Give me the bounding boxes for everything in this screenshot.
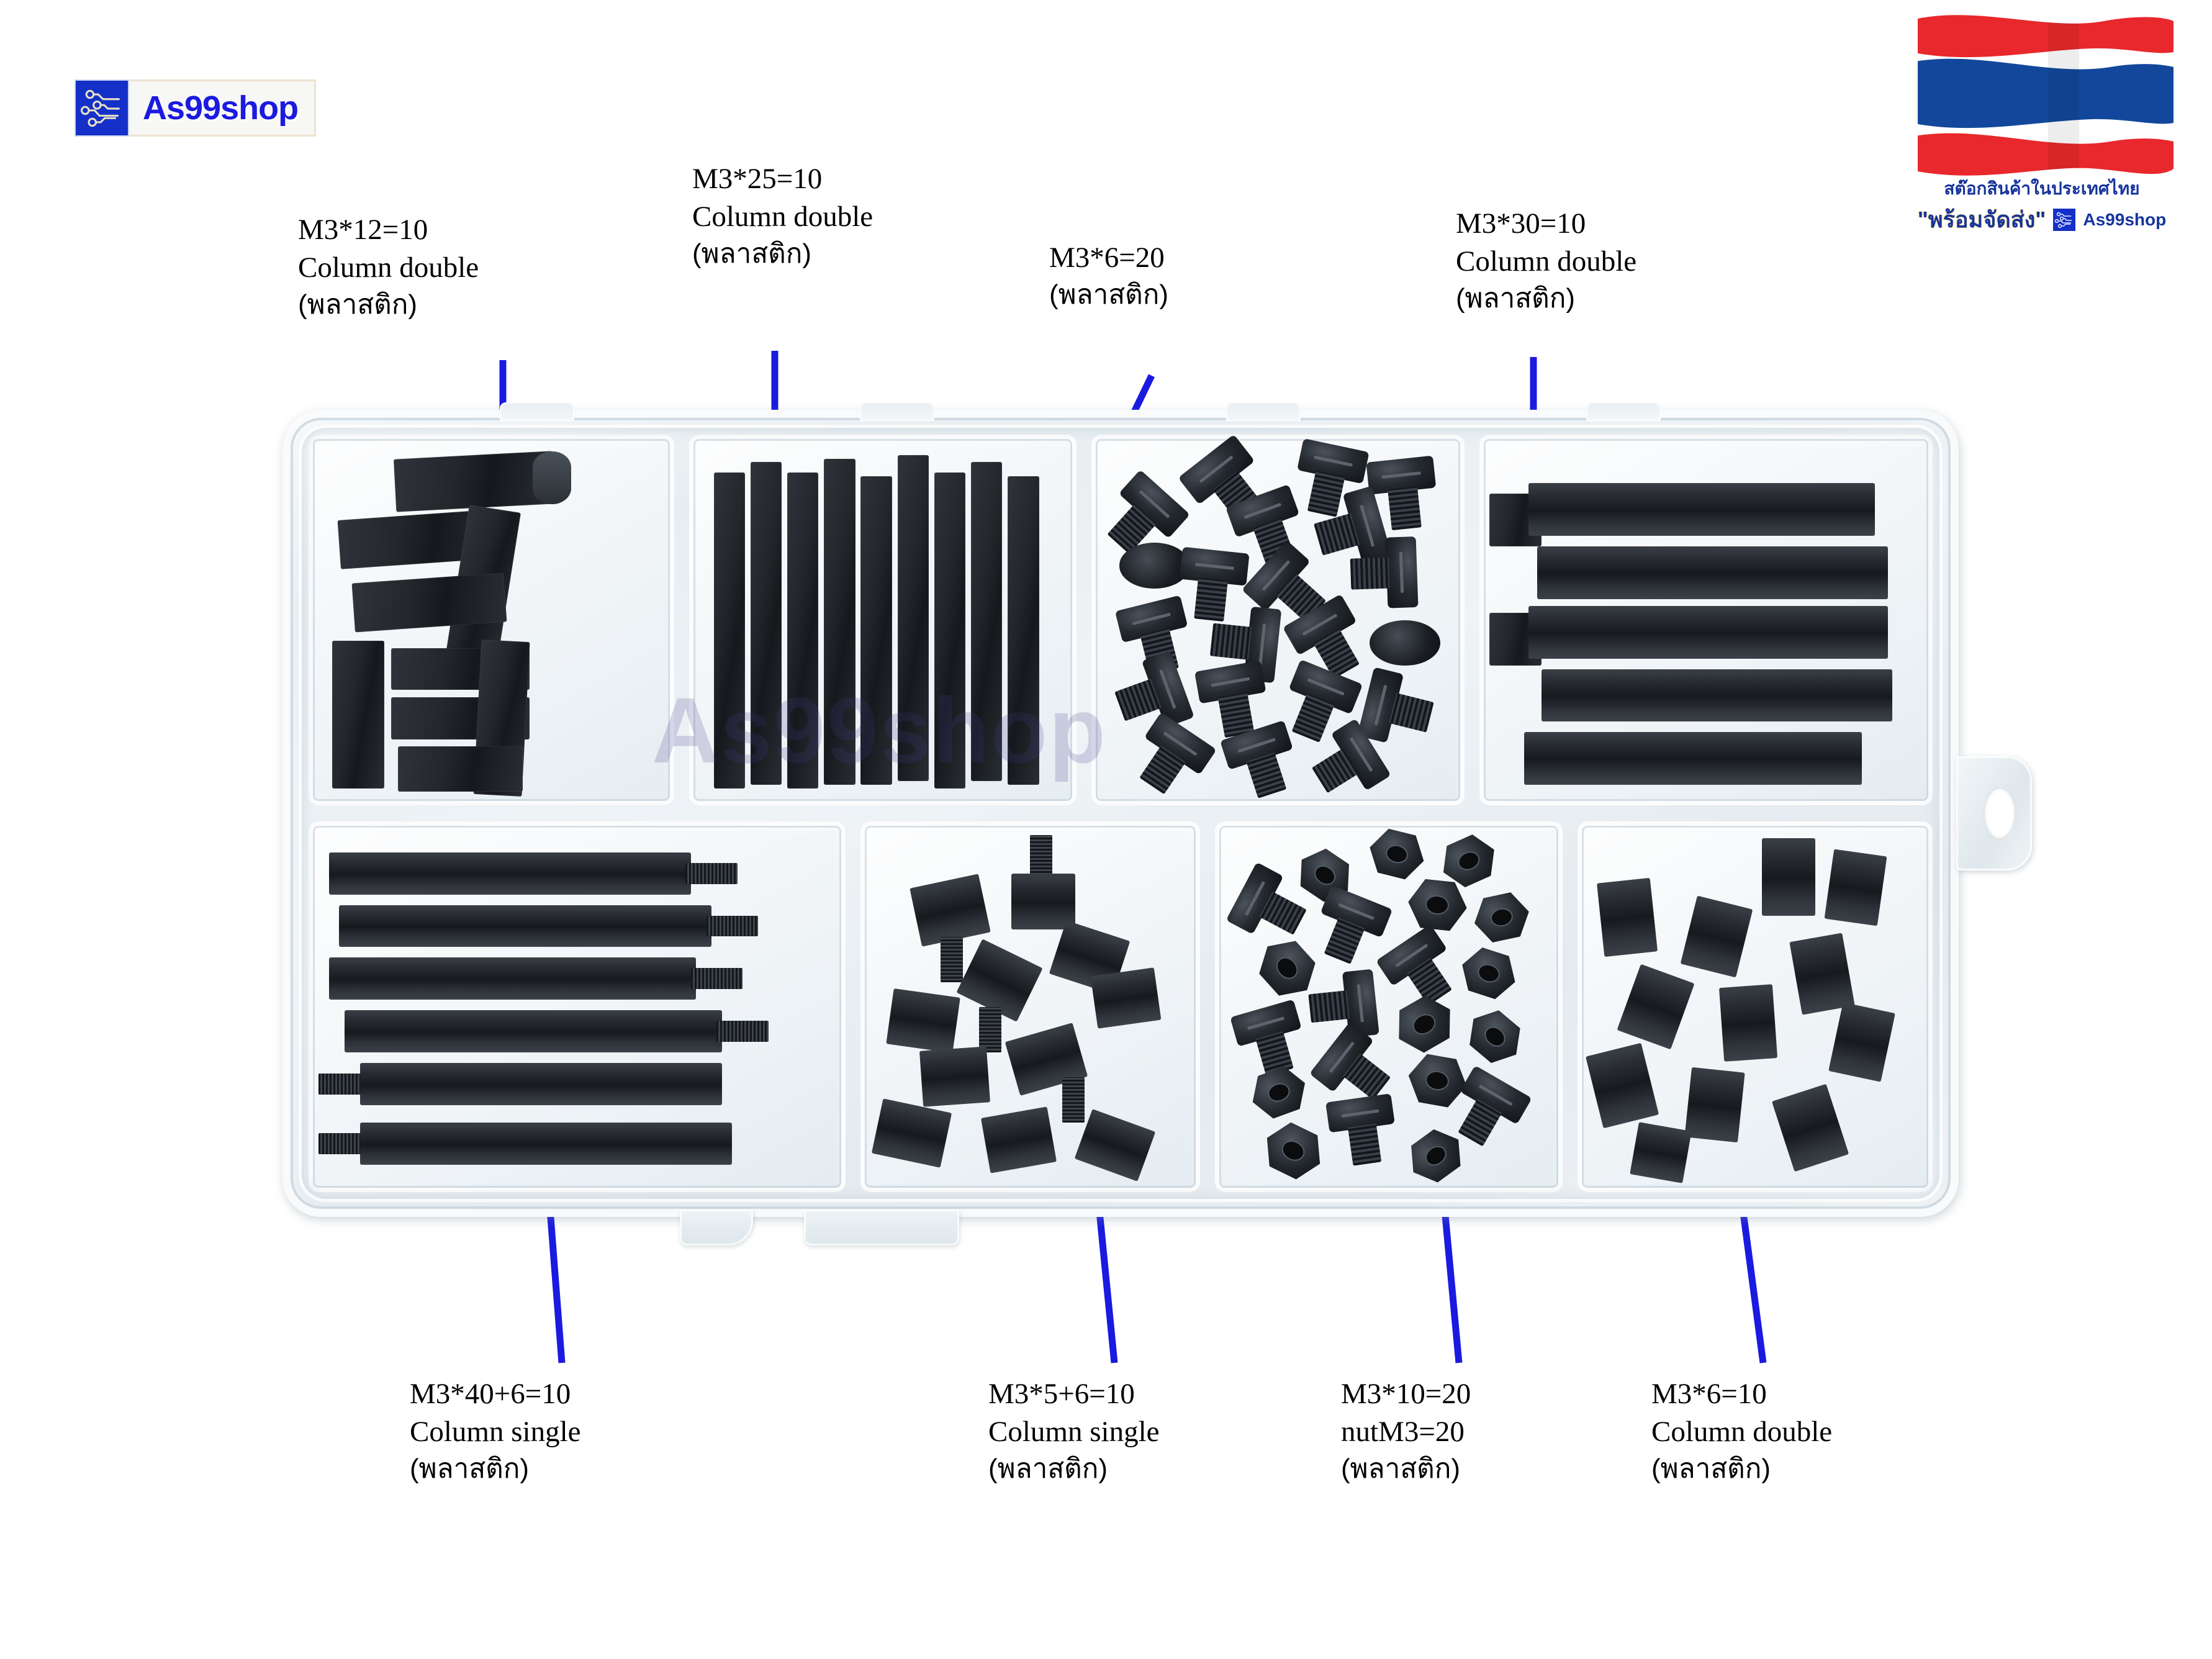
callout-material: (พลาสติก) <box>1456 283 1576 314</box>
circuit-board-icon-small <box>2053 208 2076 231</box>
callout-type: Column single <box>988 1416 1160 1449</box>
badge-line-1: สต๊อกสินค้าในประเทศไทย <box>1944 179 2140 198</box>
thailand-stock-badge: สต๊อกสินค้าในประเทศไทย "พร้อมจัดส่ง" <box>1893 2 2191 263</box>
case-notch <box>1586 402 1661 421</box>
compartment-m3-6-double <box>1577 821 1933 1192</box>
callout-m3-25: M3*25=10 Column double (พลาสติก) <box>692 160 873 271</box>
hang-tab <box>1956 756 2032 870</box>
callout-material: (พลาสติก) <box>1049 279 1169 310</box>
case-notch <box>1226 402 1301 421</box>
nut <box>1459 1001 1531 1072</box>
callout-material: (พลาสติก) <box>692 238 812 269</box>
callout-spec: M3*40+6=10 <box>410 1378 571 1410</box>
compartment-m3-10-and-nuts <box>1214 821 1563 1192</box>
callout-material: (พลาสติก) <box>1651 1453 1771 1485</box>
callout-m3-12: M3*12=10 Column double (พลาสติก) <box>298 211 479 322</box>
callout-spec: M3*30=10 <box>1456 207 1586 240</box>
case-clip-tab <box>680 1209 753 1245</box>
compartment-m3-5-6 <box>860 821 1200 1192</box>
callout-material: (พลาสติก) <box>1341 1453 1461 1485</box>
callout-type: Column double <box>1456 245 1637 278</box>
callout-type: Column double <box>692 201 874 233</box>
callout-spec: M3*10=20 <box>1341 1378 1471 1410</box>
callout-spec: M3*25=10 <box>692 163 823 195</box>
callout-type: Column single <box>410 1416 581 1449</box>
compartment-grid <box>309 435 1933 1192</box>
callout-material: (พลาสติก) <box>988 1453 1108 1485</box>
nut <box>1469 889 1533 945</box>
callout-type: Column double <box>1651 1416 1833 1449</box>
nut <box>1406 877 1470 933</box>
callout-m3-5-6: M3*5+6=10 Column single (พลาสติก) <box>988 1375 1159 1486</box>
compartment-m3-30 <box>1479 435 1933 805</box>
screw <box>1325 1093 1399 1169</box>
nut <box>1365 825 1430 883</box>
callout-material: (พลาสติก) <box>410 1453 530 1485</box>
compartment-m3-25 <box>688 435 1077 805</box>
brand-name: As99shop <box>143 89 299 127</box>
callout-spec: M3*5+6=10 <box>988 1378 1135 1410</box>
circuit-board-icon <box>74 79 129 137</box>
nut <box>1455 943 1522 1004</box>
compartment-row-bottom <box>309 821 1933 1192</box>
callout-spec: M3*6=10 <box>1651 1378 1767 1410</box>
callout-spec: M3*6=20 <box>1049 242 1165 274</box>
screw <box>1349 536 1419 609</box>
callout-m3-30: M3*30=10 Column double (พลาสติก) <box>1456 205 1636 316</box>
compartment-m3-12 <box>309 435 674 805</box>
brand-plate: As99shop <box>129 79 317 137</box>
callout-material: (พลาสติก) <box>298 289 418 320</box>
callout-m3-6-double: M3*6=10 Column double (พลาสติก) <box>1651 1375 1832 1486</box>
brand-logo: As99shop <box>74 79 317 137</box>
callout-m3-6-screws: M3*6=20 (พลาสติก) <box>1049 239 1168 312</box>
callout-type: nutM3=20 <box>1341 1416 1465 1449</box>
thailand-flag-icon <box>1918 15 2174 176</box>
compartment-m3-40-6 <box>309 821 846 1192</box>
case-notch <box>860 402 934 421</box>
callout-m3-10-nut: M3*10=20 nutM3=20 (พลาสติก) <box>1341 1375 1471 1486</box>
nut <box>1257 1116 1331 1186</box>
callout-type: Column double <box>298 251 479 284</box>
case-clip-tab <box>804 1209 959 1245</box>
compartment-m3-6-screws <box>1091 435 1465 805</box>
callout-m3-40-6: M3*40+6=10 Column single (พลาสติก) <box>410 1375 580 1486</box>
badge-shop-name: As99shop <box>2083 209 2167 229</box>
nut <box>1387 988 1463 1060</box>
screw <box>1230 999 1311 1081</box>
compartment-row-top <box>309 435 1933 805</box>
badge-line-2: "พร้อมจัดส่ง" <box>1917 207 2046 232</box>
case-notch <box>500 402 574 421</box>
organizer-case <box>282 402 2032 1245</box>
screw <box>1357 667 1439 751</box>
callout-spec: M3*12=10 <box>298 214 428 246</box>
